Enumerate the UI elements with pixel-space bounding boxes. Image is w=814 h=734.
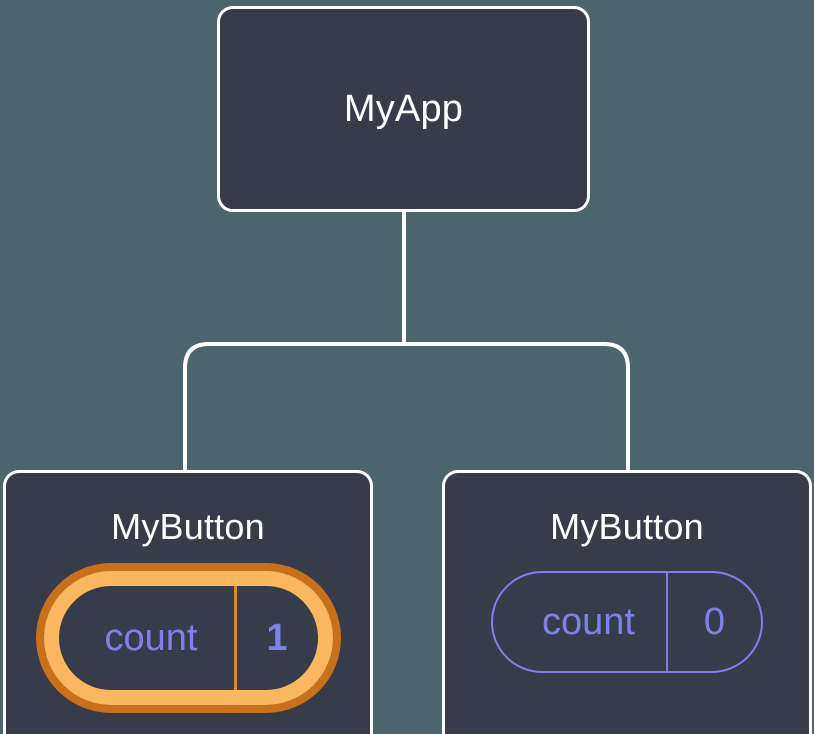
state-pill-right-body: count 0 <box>491 571 763 673</box>
node-myapp[interactable]: MyApp <box>217 6 590 212</box>
node-mybutton-left-title: MyButton <box>111 506 265 547</box>
state-pill-left[interactable]: count 1 <box>43 571 333 705</box>
node-myapp-title: MyApp <box>343 88 464 130</box>
node-mybutton-right-title: MyButton <box>550 506 704 547</box>
state-pill-right-value: 0 <box>666 573 761 671</box>
state-pill-left-value: 1 <box>233 586 318 690</box>
state-pill-right-key: count <box>542 601 635 643</box>
state-pill-left-key: count <box>104 617 198 659</box>
node-mybutton-left[interactable]: MyButton count 1 <box>3 470 373 734</box>
state-pill-right[interactable]: count 0 <box>491 571 763 673</box>
connector-bus <box>183 342 630 470</box>
node-mybutton-right[interactable]: MyButton count 0 <box>442 470 812 734</box>
state-pill-left-body: count 1 <box>43 571 333 705</box>
